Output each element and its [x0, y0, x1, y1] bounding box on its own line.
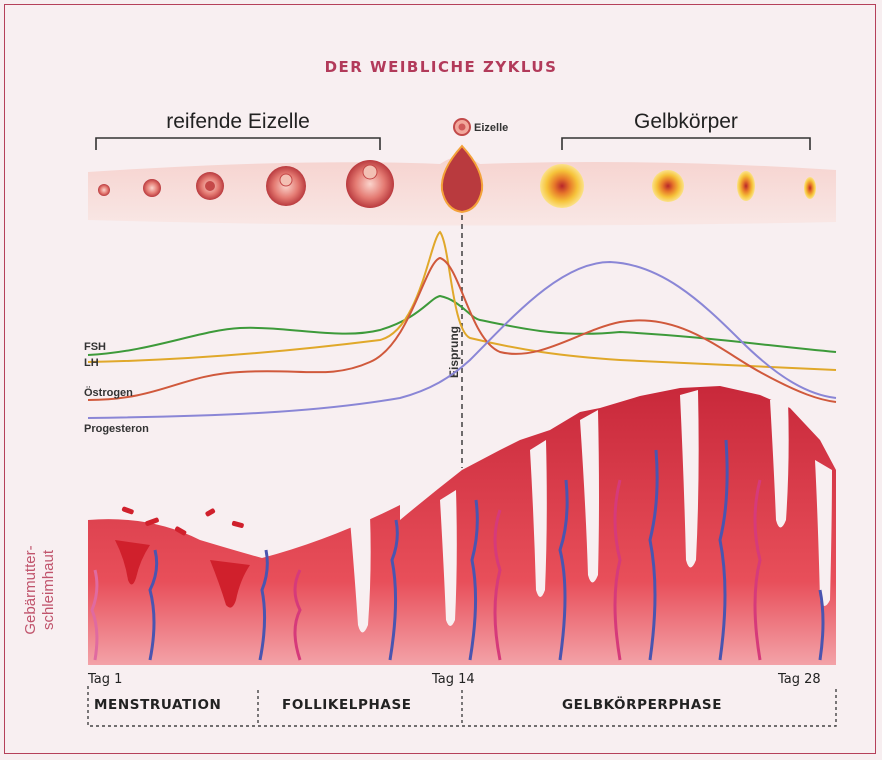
label-eizelle: Eizelle — [474, 122, 508, 134]
corpus-luteum-icon — [737, 171, 755, 201]
bracket-reifende-eizelle — [96, 138, 380, 150]
phase-menstruation: MENSTRUATION — [94, 697, 221, 713]
corpus-luteum-icon — [804, 177, 816, 199]
follicle-icon — [143, 179, 161, 197]
label-day-start: Tag 1 — [88, 672, 122, 687]
label-day-end: Tag 28 — [778, 672, 821, 687]
label-progesteron: Progesteron — [84, 423, 149, 435]
label-day-mid: Tag 14 — [432, 672, 475, 687]
phase-gelbkoerperphase: GELBKÖRPERPHASE — [562, 697, 722, 713]
corpus-luteum-icon — [540, 164, 584, 208]
label-reifende-eizelle: reifende Eizelle — [166, 110, 310, 133]
bracket-gelbkoerper — [562, 138, 810, 150]
label-lh: LH — [84, 357, 99, 369]
phase-follikelphase: FOLLIKELPHASE — [282, 697, 412, 713]
follicle-icon — [98, 184, 110, 196]
label-gelbkoerper: Gelbkörper — [634, 110, 738, 133]
corpus-luteum-icon — [652, 170, 684, 202]
label-fsh: FSH — [84, 341, 106, 353]
label-oestrogen: Östrogen — [84, 386, 133, 399]
ovulating-follicle-icon — [442, 146, 482, 212]
label-gebaermutterschleimhaut: Gebärmutter- schleimhaut — [22, 500, 82, 680]
